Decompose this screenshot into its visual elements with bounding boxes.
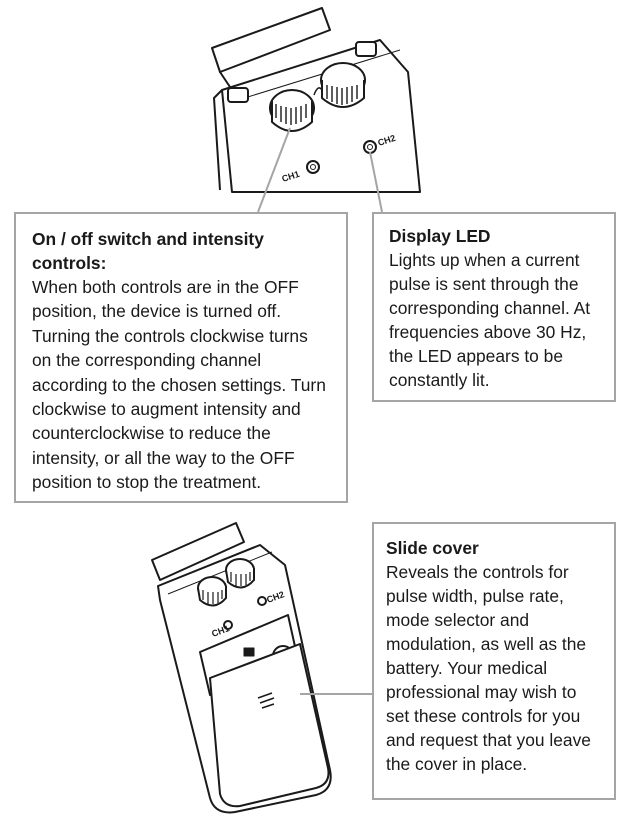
knob-ch1-full	[197, 576, 227, 607]
led-ch2-full	[257, 596, 267, 606]
slide-cover-description: Reveals the controls for pulse width, pu…	[386, 562, 591, 774]
belt-clip	[211, 7, 331, 73]
display-led-callout: Display LED Lights up when a current pul…	[372, 212, 616, 402]
display-led-title: Display LED	[389, 226, 491, 246]
on-off-title: On / off switch and intensity controls:	[32, 229, 264, 273]
led-ch1-full	[223, 620, 233, 630]
slide-cover-callout: Slide cover Reveals the controls for pul…	[372, 522, 616, 800]
device-full	[151, 522, 332, 814]
display-led-description: Lights up when a current pulse is sent t…	[389, 250, 591, 390]
slide-cover	[209, 643, 330, 808]
on-off-description: When both controls are in the OFF positi…	[32, 277, 326, 493]
on-off-callout: On / off switch and intensity controls: …	[14, 212, 348, 503]
leader-line-onoff	[257, 127, 291, 213]
device-body	[221, 39, 421, 193]
knob-ch2-closeup	[320, 62, 366, 108]
device-closeup	[211, 7, 421, 193]
leader-line-led	[369, 151, 383, 213]
slide-cover-title: Slide cover	[386, 538, 479, 558]
knob-ch2-full	[225, 558, 255, 589]
belt-clip-full	[151, 522, 245, 581]
knob-ch1-closeup	[269, 89, 315, 132]
